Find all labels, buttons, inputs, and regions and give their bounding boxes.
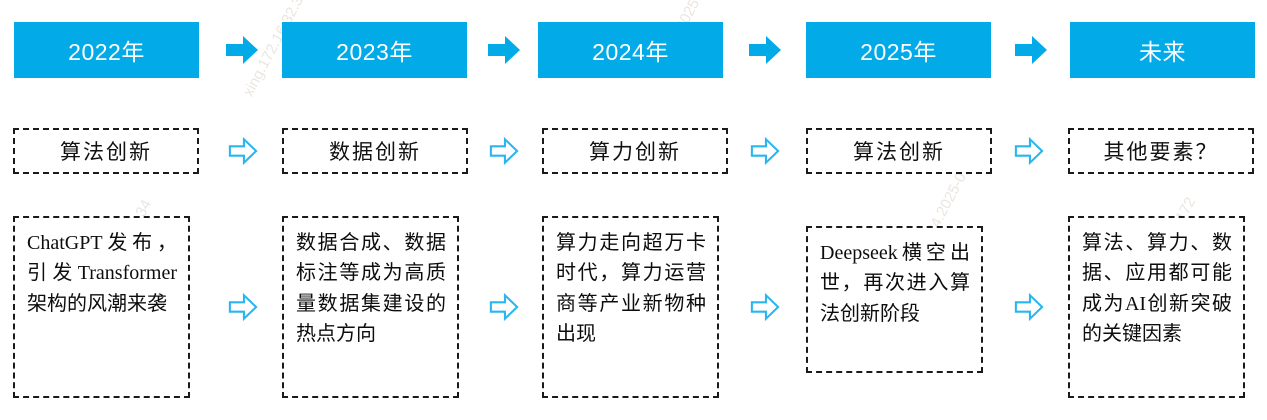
- year-label: 未来: [1139, 39, 1186, 65]
- theme-label: 数据创新: [329, 140, 421, 164]
- description-box-2[interactable]: 数据合成、数据标注等成为高质量数据集建设的热点方向: [282, 216, 459, 398]
- theme-chip-2[interactable]: 数据创新: [282, 128, 468, 174]
- right-arrow-solid-icon-2: [487, 33, 521, 67]
- right-arrow-outline-icon-5: [228, 292, 258, 322]
- year-chip-2025[interactable]: 2025年: [806, 22, 991, 78]
- theme-chip-4[interactable]: 算法创新: [806, 128, 992, 174]
- description-box-3[interactable]: 算力走向超万卡时代，算力运营商等产业新物种出现: [542, 216, 719, 398]
- theme-label: 算法创新: [60, 140, 152, 164]
- theme-chip-1[interactable]: 算法创新: [13, 128, 199, 174]
- description-box-1[interactable]: ChatGPT发布，引发Transformer架构的风潮来袭: [13, 216, 190, 398]
- theme-label: 算法创新: [853, 140, 945, 164]
- right-arrow-outline-icon-1: [228, 136, 258, 166]
- right-arrow-outline-icon-7: [750, 292, 780, 322]
- theme-chip-5[interactable]: 其他要素？: [1068, 128, 1254, 174]
- right-arrow-outline-icon-6: [489, 292, 519, 322]
- year-chip-2024[interactable]: 2024年: [538, 22, 723, 78]
- description-box-4[interactable]: Deepseek横空出世，再次进入算法创新阶段: [806, 226, 983, 373]
- right-arrow-solid-icon-4: [1014, 33, 1048, 67]
- right-arrow-solid-icon-1: [225, 33, 259, 67]
- theme-chip-3[interactable]: 算力创新: [542, 128, 728, 174]
- description-box-5[interactable]: 算法、算力、数据、应用都可能成为AI创新突破的关键因素: [1068, 216, 1245, 398]
- right-arrow-outline-icon-4: [1014, 136, 1044, 166]
- theme-label: 算力创新: [589, 140, 681, 164]
- right-arrow-outline-icon-2: [489, 136, 519, 166]
- right-arrow-outline-icon-3: [750, 136, 780, 166]
- year-label: 2023年: [336, 39, 413, 65]
- right-arrow-solid-icon-3: [748, 33, 782, 67]
- year-chip-2022[interactable]: 2022年: [14, 22, 199, 78]
- year-chip-future[interactable]: 未来: [1070, 22, 1255, 78]
- year-label: 2024年: [592, 39, 669, 65]
- year-chip-2023[interactable]: 2023年: [282, 22, 467, 78]
- year-label: 2022年: [68, 39, 145, 65]
- right-arrow-outline-icon-8: [1014, 292, 1044, 322]
- year-label: 2025年: [860, 39, 937, 65]
- theme-label: 其他要素？: [1103, 140, 1219, 164]
